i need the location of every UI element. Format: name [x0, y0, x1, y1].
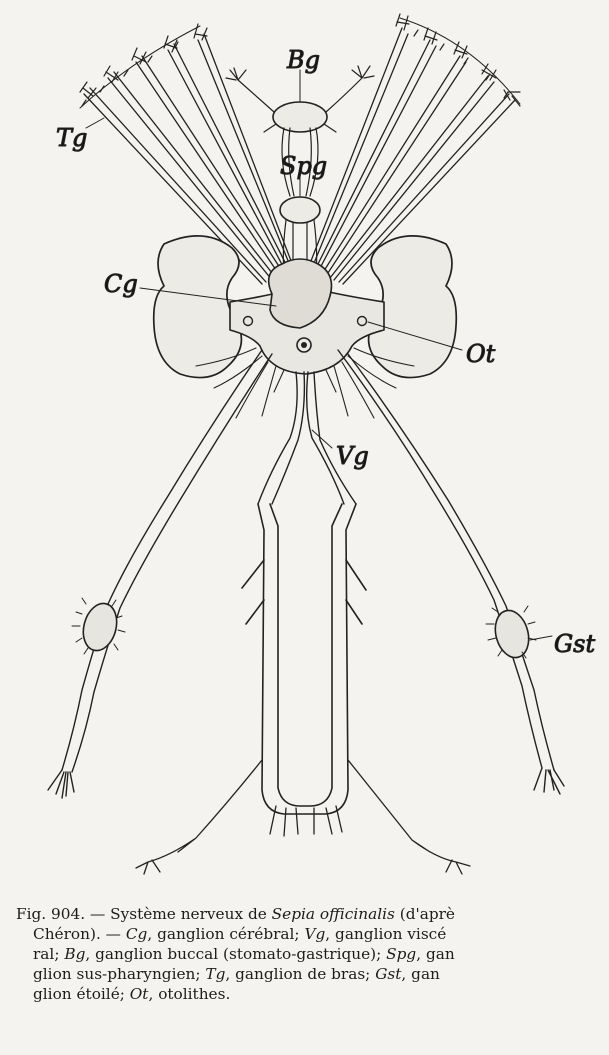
tg-leader-line: [86, 118, 104, 128]
figure-caption: Fig. 904. — Système nerveux de Sepia off…: [16, 904, 606, 1004]
caption-line: glion sus-pharyngien; Tg, ganglion de br…: [16, 964, 606, 984]
stellate-ganglion-right: [486, 606, 536, 661]
caption-line: Chéron). — Cg, ganglion cérébral; Vg, ga…: [16, 924, 606, 944]
optic-lobe-left: [154, 236, 242, 378]
posterior-nerves: [136, 760, 470, 874]
pallial-nerve-right: [338, 350, 564, 794]
label-gst: Gst: [554, 630, 595, 658]
pallial-nerve-left: [48, 350, 272, 798]
figure-drawing: Bg Spg Tg Cg Ot Vg Gst: [0, 0, 609, 900]
supra-pharyngeal-ganglion: [280, 197, 320, 223]
caption-line: glion étoilé; Ot, otolithes.: [16, 984, 606, 1004]
label-bg: Bg: [286, 46, 320, 74]
species-name: Sepia officinalis: [272, 905, 395, 923]
label-spg: Spg: [280, 152, 327, 180]
gst-leader-line: [530, 636, 552, 640]
visceral-body: [242, 504, 366, 814]
caption-line: Fig. 904. — Système nerveux de Sepia off…: [16, 904, 606, 924]
nervous-system-figure: Bg Spg Tg Cg Ot Vg Gst: [0, 0, 609, 900]
arm-tips-left: [80, 24, 207, 108]
label-tg: Tg: [56, 124, 87, 152]
label-cg: Cg: [104, 270, 138, 298]
caption-line: ral; Bg, ganglion buccal (stomato-gastri…: [16, 944, 606, 964]
label-ot: Ot: [466, 340, 496, 368]
label-vg: Vg: [336, 442, 369, 470]
stellate-ganglion-left: [72, 598, 125, 654]
